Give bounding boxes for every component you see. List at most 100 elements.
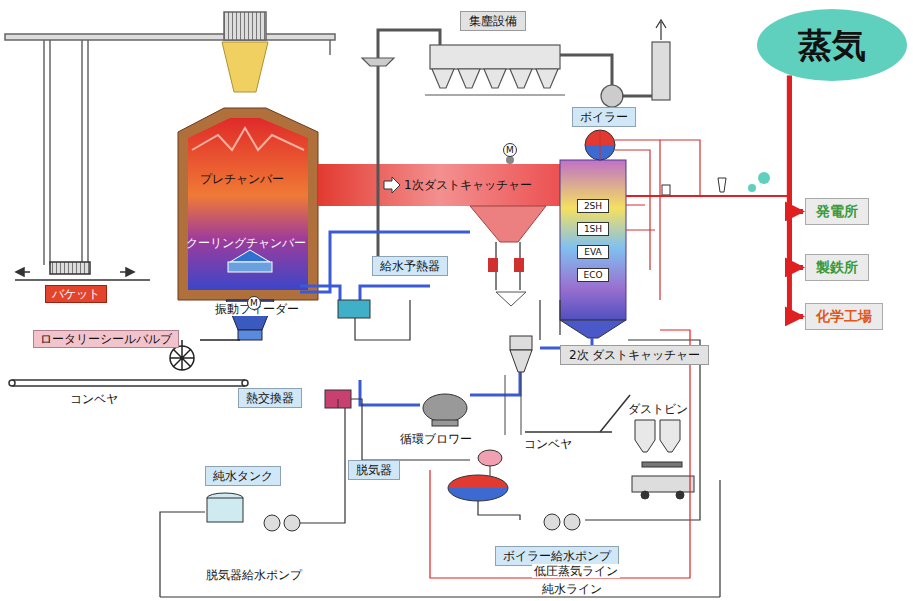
node-text: 蒸気	[798, 25, 866, 66]
primary-duct	[470, 206, 546, 242]
bucket-car	[50, 262, 90, 274]
node-text: ボイラー給水ポンプ	[503, 549, 611, 563]
boiler-tower	[560, 130, 700, 338]
crane-gantry	[329, 40, 331, 55]
node-text: EVA	[584, 247, 601, 258]
water-lines	[539, 300, 540, 340]
dust-bins	[660, 420, 680, 452]
motor-mark: M	[247, 296, 261, 310]
water-lines	[300, 408, 345, 523]
water-lines	[559, 300, 560, 335]
equipment-box: 2次 ダストキャッチャー	[560, 345, 709, 365]
dust-collection	[430, 45, 560, 69]
node-text: 製鉄所	[816, 259, 858, 276]
dust-conveyor	[525, 395, 630, 432]
dust-bins	[632, 476, 694, 492]
secondary-cyclone	[505, 336, 532, 435]
bucket-car	[126, 268, 134, 276]
dust-bins	[641, 491, 649, 499]
primary-duct	[318, 164, 562, 206]
deaerator	[448, 475, 508, 501]
primary-duct	[496, 292, 526, 306]
steam-line	[626, 172, 790, 196]
part-label: 1次ダストキャッチャー	[404, 178, 532, 192]
equipment-box: 給水予熱器	[372, 256, 448, 276]
pumps	[264, 515, 280, 531]
crane-gantry	[5, 34, 335, 40]
part-label: コンベヤ	[524, 437, 572, 451]
primary-duct	[506, 156, 514, 164]
dust-collection	[362, 58, 394, 66]
cdq-furnace	[230, 250, 270, 262]
circulation-blower	[432, 420, 458, 426]
steam-line	[718, 178, 726, 192]
equipment-box: 純水タンク	[205, 466, 281, 486]
dust-collection	[560, 55, 612, 85]
water-lines	[478, 500, 520, 520]
dust-bins	[642, 462, 682, 467]
deaerator	[448, 450, 508, 501]
destination-box: 製鉄所	[805, 254, 869, 281]
circulation-blower	[423, 394, 467, 426]
node-text: 発電所	[816, 203, 858, 220]
water-lines	[160, 300, 720, 597]
primary-duct	[384, 177, 400, 193]
part-label: コンベヤ	[70, 392, 118, 406]
crane-gantry	[81, 40, 83, 265]
dust-bins	[632, 420, 694, 499]
cdq-furnace	[178, 108, 318, 300]
part-label: クーリングチャンバー	[186, 236, 306, 250]
gas-circulation	[470, 360, 520, 395]
secondary-cyclone	[510, 350, 532, 372]
bucket-car	[16, 268, 24, 276]
equipment-box: 熱交換器	[238, 388, 302, 408]
secondary-cyclone	[510, 336, 532, 350]
steam-supply-arrow	[789, 76, 803, 317]
rotary-seal-valve	[200, 339, 240, 341]
rotary-seal-valve	[181, 340, 183, 346]
deaerator	[490, 466, 491, 476]
rotary-seal-valve	[170, 346, 194, 370]
water-lines	[355, 300, 410, 340]
primary-duct	[488, 258, 498, 272]
part-label: 純水ライン	[540, 582, 604, 596]
destination-box: 発電所	[805, 198, 869, 225]
dust-collection	[536, 69, 558, 88]
boiler-tower	[560, 160, 626, 320]
conveyor	[9, 380, 248, 386]
equipment-box: ロータリーシールバルブ	[33, 330, 179, 348]
primary-duct	[514, 258, 524, 272]
cdq-furnace	[178, 108, 318, 340]
destination-box: 化学工場	[805, 303, 883, 330]
crane-gantry	[49, 40, 51, 265]
heat-exchangers	[338, 300, 370, 318]
dust-collection	[601, 85, 623, 107]
dust-collection	[622, 95, 656, 98]
node-text: 集塵設備	[469, 14, 517, 28]
conveyor	[12, 379, 245, 381]
node-text: 化学工場	[816, 308, 872, 325]
circulation-blower	[423, 394, 467, 422]
low-pressure-steam-line	[430, 330, 690, 578]
steam-line	[758, 172, 770, 184]
cdq-furnace	[228, 262, 272, 272]
part-label: 脱気器給水ポンプ	[206, 568, 302, 582]
rotary-seal-valve	[170, 340, 240, 370]
node-text: 2SH	[584, 201, 602, 212]
heat-exchangers	[338, 399, 339, 408]
part-label: ダストビン	[628, 402, 688, 416]
node-text: バケット	[52, 287, 100, 301]
boiler-section: 2SH	[577, 199, 609, 214]
pumps	[544, 514, 560, 530]
part-label: 低圧蒸気ライン	[532, 564, 620, 578]
gas-circulation	[300, 232, 592, 405]
gas-circulation	[360, 380, 420, 405]
water-lines	[719, 480, 720, 597]
boiler-tower	[600, 130, 601, 160]
steam-ellipse	[757, 9, 907, 81]
conveyor	[12, 385, 245, 387]
dust-collection	[510, 69, 532, 88]
node-text: 給水予熱器	[380, 259, 440, 273]
boiler-section: 1SH	[577, 222, 609, 237]
equipment-box: ボイラー	[572, 107, 636, 127]
